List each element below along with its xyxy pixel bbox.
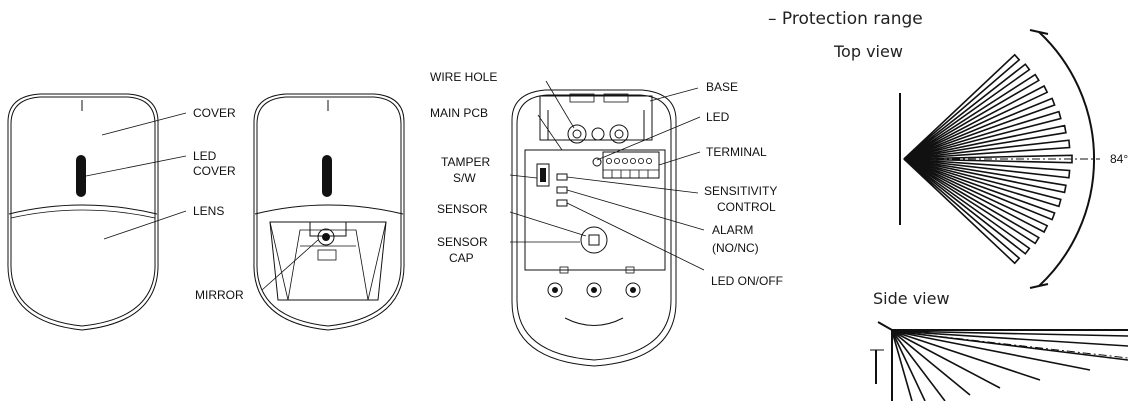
side-beam [891, 330, 1128, 347]
detection-beam [903, 158, 1062, 208]
leader-lines [85, 80, 705, 291]
label-sensor-cap-line2: CAP [449, 251, 474, 265]
side-beam [891, 330, 1041, 381]
label-tamper-line1: TAMPER [441, 155, 490, 169]
label-wire-hole: WIRE HOLE [430, 70, 497, 84]
label-sensor-cap-line1: SENSOR [437, 235, 488, 249]
detection-beam [903, 53, 1021, 160]
led-window [76, 155, 86, 197]
detection-beam [903, 84, 1049, 160]
side-beam [891, 330, 913, 401]
label-sensitivity-line1: SENSITIVITY [704, 184, 777, 198]
top-view-diagram [899, 29, 1100, 289]
detection-beam [903, 139, 1071, 160]
side-beam [891, 330, 1091, 371]
side-view-diagram [870, 321, 1128, 401]
label-main-pcb: MAIN PCB [430, 106, 488, 120]
detection-beam [903, 110, 1062, 160]
label-sensitivity-line2: CONTROL [717, 200, 776, 214]
detection-beam [903, 158, 1056, 221]
side-beam [891, 330, 926, 401]
protection-range-heading: – Protection range [768, 9, 923, 29]
label-base: BASE [706, 80, 738, 94]
angle-label: 84° [1110, 152, 1128, 166]
label-sensor: SENSOR [437, 202, 488, 216]
base-pcb-view [511, 89, 677, 367]
side-view-label: Side view [873, 289, 950, 308]
detection-beam [903, 158, 1067, 194]
cover-front-view [7, 93, 159, 331]
detection-beam [903, 158, 1049, 234]
label-mirror: MIRROR [195, 288, 244, 302]
detection-beam [903, 124, 1067, 160]
detection-beam [903, 158, 1021, 265]
label-terminal: TERMINAL [706, 145, 767, 159]
label-alarm-line2: (NO/NC) [712, 241, 759, 255]
range-arc [1038, 31, 1096, 287]
detection-beam [903, 158, 1031, 255]
detection-beam [903, 97, 1056, 160]
label-led-cover-line2: COVER [193, 164, 236, 178]
detection-beam [903, 63, 1031, 160]
cover-open-view [253, 93, 405, 331]
side-beam [891, 330, 946, 401]
side-beam [891, 330, 1001, 389]
label-led: LED [706, 110, 730, 124]
label-lens: LENS [193, 204, 224, 218]
side-beam [891, 330, 971, 396]
label-cover: COVER [193, 106, 236, 120]
side-beam [891, 330, 1128, 337]
detection-beam [903, 73, 1040, 160]
label-tamper-line2: S/W [453, 171, 476, 185]
detection-beam [903, 158, 1040, 245]
label-alarm-line1: ALARM [712, 223, 753, 237]
label-led-cover-line1: LED [193, 149, 217, 163]
label-led-onoff: LED ON/OFF [711, 274, 783, 288]
detection-beam [903, 158, 1071, 179]
top-view-label: Top view [833, 42, 903, 61]
